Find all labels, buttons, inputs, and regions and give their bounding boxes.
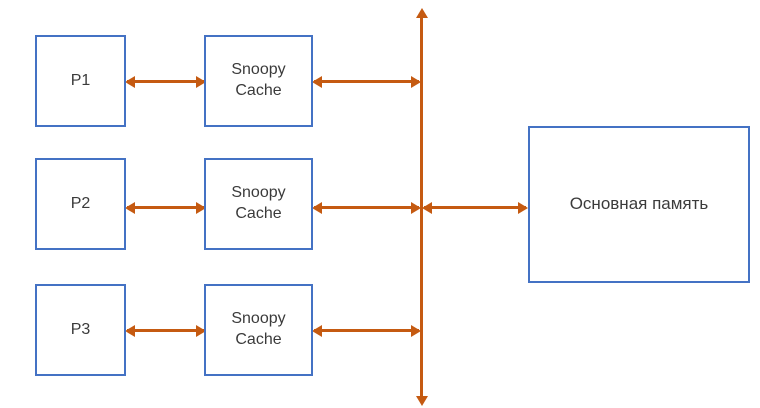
snoopy-cache-2-box: Snoopy Cache xyxy=(204,158,313,250)
cache1-bus-arrow xyxy=(312,75,421,88)
processor-p1-box: P1 xyxy=(35,35,126,127)
main-memory-box: Основная память xyxy=(528,126,750,283)
snoopy-cache-3-box: Snoopy Cache xyxy=(204,284,313,376)
cache3-bus-arrow xyxy=(312,324,421,337)
snoopy-cache-3-label: Snoopy Cache xyxy=(231,310,286,348)
processor-p1-label: P1 xyxy=(70,71,91,89)
processor-p3-label: P3 xyxy=(70,320,91,338)
cache2-bus-arrow xyxy=(312,201,421,214)
processor-p3-box: P3 xyxy=(35,284,126,376)
snoopy-cache-1-box: Snoopy Cache xyxy=(204,35,313,127)
processor-p2-box: P2 xyxy=(35,158,126,250)
p2-cache2-arrow xyxy=(125,201,206,214)
p3-cache3-arrow xyxy=(125,324,206,337)
bus-memory-arrow xyxy=(422,201,528,214)
snoopy-cache-2-label: Snoopy Cache xyxy=(231,184,286,222)
main-memory-label: Основная память xyxy=(569,194,709,214)
system-bus-arrow xyxy=(415,8,428,406)
p1-cache1-arrow xyxy=(125,75,206,88)
processor-p2-label: P2 xyxy=(70,194,91,212)
snoopy-cache-1-label: Snoopy Cache xyxy=(231,61,286,99)
